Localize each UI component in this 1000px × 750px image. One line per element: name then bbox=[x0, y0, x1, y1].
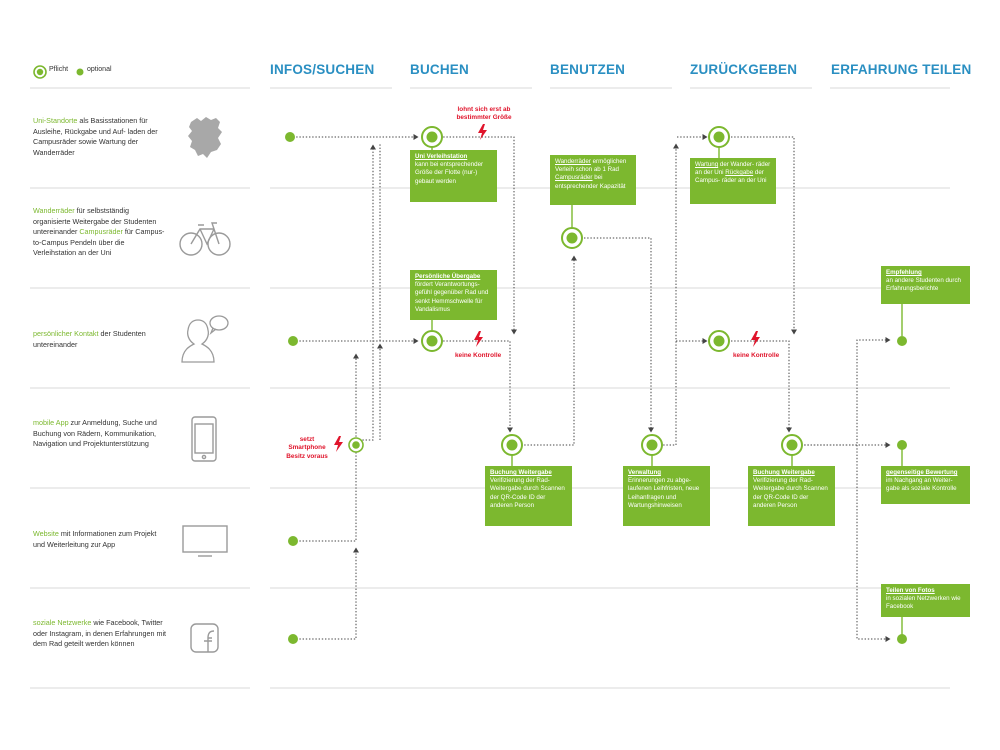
node-verwaltung bbox=[641, 434, 663, 456]
lightning-icon bbox=[333, 436, 344, 452]
lightning-icon bbox=[750, 331, 761, 347]
node-empfehlung bbox=[897, 336, 907, 346]
row-text: der Studenten untereinander bbox=[33, 329, 146, 349]
row-raeder: Wanderräder für selbstständig organisier… bbox=[33, 206, 168, 259]
node-buchung-1 bbox=[501, 434, 523, 456]
box-text: Erinnerungen zu abge- laufenen Leihfrist… bbox=[628, 477, 700, 509]
row-text: als Basisstationen für Ausleihe, Rückgab… bbox=[33, 116, 158, 157]
row-highlight: soziale Netzwerke bbox=[33, 618, 92, 627]
row-website: Website mit Informationen zum Projekt un… bbox=[33, 529, 168, 550]
box-term: Wartung bbox=[695, 161, 719, 168]
box-text: Verifizierung der Rad- Weitergabe durch … bbox=[753, 477, 828, 509]
row-highlight: Uni-Standorte bbox=[33, 116, 78, 125]
box-text: in sozialen Netzwerken wie Facebook bbox=[886, 595, 961, 611]
node-verleihstation bbox=[421, 126, 443, 148]
node-social bbox=[288, 634, 298, 644]
stage-infos-suchen: INFOS/SUCHEN bbox=[270, 62, 375, 77]
mandatory-nodes bbox=[348, 126, 803, 456]
row-mobile-app: mobile App zur Anmeldung, Suche und Buch… bbox=[33, 418, 168, 450]
facebook-icon bbox=[190, 623, 219, 653]
box-title: Teilen von Fotos bbox=[886, 587, 935, 594]
box-term: Wanderräder bbox=[555, 158, 591, 165]
node-kontakt bbox=[288, 336, 298, 346]
monitor-icon bbox=[182, 525, 228, 557]
node-fotos bbox=[897, 634, 907, 644]
row-soziale-netzwerke: soziale Netzwerke wie Facebook, Twitter … bbox=[33, 618, 168, 650]
box-text: der Wander- räder an der Uni bbox=[695, 161, 771, 177]
node-bewertung bbox=[897, 440, 907, 450]
note-keine-kontrolle-1: keine Kontrolle bbox=[455, 352, 502, 359]
node-buchung-2 bbox=[781, 434, 803, 456]
flow-connectors bbox=[293, 134, 891, 642]
box-title: Buchung Weitergabe bbox=[753, 469, 815, 476]
note-keine-kontrolle-2: keine Kontrolle bbox=[733, 352, 780, 359]
legend-mandatory-label: Pflicht bbox=[49, 66, 69, 73]
box-wartung: Wartung der Wander- räder an der Uni Rüc… bbox=[690, 158, 776, 204]
box-wanderraeder: Wanderräder ermöglichen Verleih schon ab… bbox=[550, 155, 636, 205]
node-benutzen bbox=[561, 227, 583, 249]
box-title: Uni Verleihstation bbox=[415, 153, 468, 160]
row-kontakt: persönlicher Kontakt der Studenten unter… bbox=[33, 329, 168, 350]
box-title: gegenseitige Bewertung bbox=[886, 469, 958, 476]
row-highlight: Campusräder bbox=[79, 227, 123, 237]
box-text: der Campus- räder an der Uni bbox=[695, 169, 767, 185]
smartphone-icon bbox=[191, 416, 217, 462]
box-title: Buchung Weitergabe bbox=[490, 469, 552, 476]
node-rueckgabe bbox=[708, 330, 730, 352]
note-smartphone: setzt Smartphone Besitz voraus bbox=[286, 436, 328, 460]
box-text: an andere Studenten durch Erfahrungsberi… bbox=[886, 277, 961, 293]
row-text: zur Anmeldung, Suche und Buchung von Räd… bbox=[33, 418, 157, 449]
row-text: wie Facebook, Twitter oder Instagram, in… bbox=[33, 618, 167, 649]
stage-zurueckgeben: ZURÜCKGEBEN bbox=[690, 62, 798, 77]
person-chat-icon bbox=[181, 315, 229, 363]
row-highlight: Wanderräder bbox=[33, 206, 75, 215]
note-lohnt-sich: lohnt sich erst ab bestimmter Größe bbox=[456, 106, 512, 122]
box-title: Verwaltung bbox=[628, 469, 662, 476]
box-text: im Nachgang an Weiter- gabe als soziale … bbox=[886, 477, 957, 493]
node-wartung bbox=[708, 126, 730, 148]
row-text: für selbstständig organisierte Weitergab… bbox=[33, 206, 157, 237]
box-title: Persönliche Übergabe bbox=[415, 273, 481, 280]
legend-mandatory-symbol bbox=[33, 65, 47, 79]
grid-lines bbox=[30, 87, 950, 689]
saxony-map-icon bbox=[188, 117, 222, 158]
box-text: Verifizierung der Rad- Weitergabe durch … bbox=[490, 477, 565, 509]
box-text: fördert Verantwortungs- gefühl gegenüber… bbox=[415, 281, 489, 313]
row-highlight: Website bbox=[33, 529, 59, 538]
stage-buchen: BUCHEN bbox=[410, 62, 469, 77]
lightning-icon bbox=[477, 124, 488, 140]
box-term: Rückgabe bbox=[725, 169, 754, 177]
lightning-icon bbox=[473, 331, 484, 347]
node-website bbox=[288, 536, 298, 546]
node-standorte bbox=[285, 132, 295, 142]
optional-nodes bbox=[285, 132, 907, 644]
legend-optional-symbol bbox=[76, 68, 84, 76]
row-text: für Campus- to-Campus Pendeln über die V… bbox=[33, 227, 165, 258]
box-text: ermöglichen Verleih schon ab 1 Rad bbox=[555, 158, 627, 174]
stage-erfahrung-teilen: ERFAHRUNG TEILEN bbox=[831, 62, 972, 77]
box-title: Empfehlung bbox=[886, 269, 922, 276]
legend-optional-label: optional bbox=[87, 66, 112, 73]
node-uebergabe bbox=[421, 330, 443, 352]
box-term: Campusräder bbox=[555, 174, 593, 182]
box-text: kann bei entsprechender Größe der Flotte… bbox=[415, 161, 484, 185]
node-app-start bbox=[348, 437, 364, 453]
box-text: bei entsprechender Kapazität bbox=[555, 174, 626, 190]
row-highlight: mobile App bbox=[33, 418, 69, 427]
row-text: mit Informationen zum Projekt und Weiter… bbox=[33, 529, 157, 549]
bicycle-icon bbox=[179, 222, 231, 256]
row-uni-standorte: Uni-Standorte als Basisstationen für Aus… bbox=[33, 116, 168, 158]
row-highlight: persönlicher Kontakt bbox=[33, 329, 99, 338]
stage-benutzen: BENUTZEN bbox=[550, 62, 626, 77]
box-stems bbox=[431, 128, 903, 635]
